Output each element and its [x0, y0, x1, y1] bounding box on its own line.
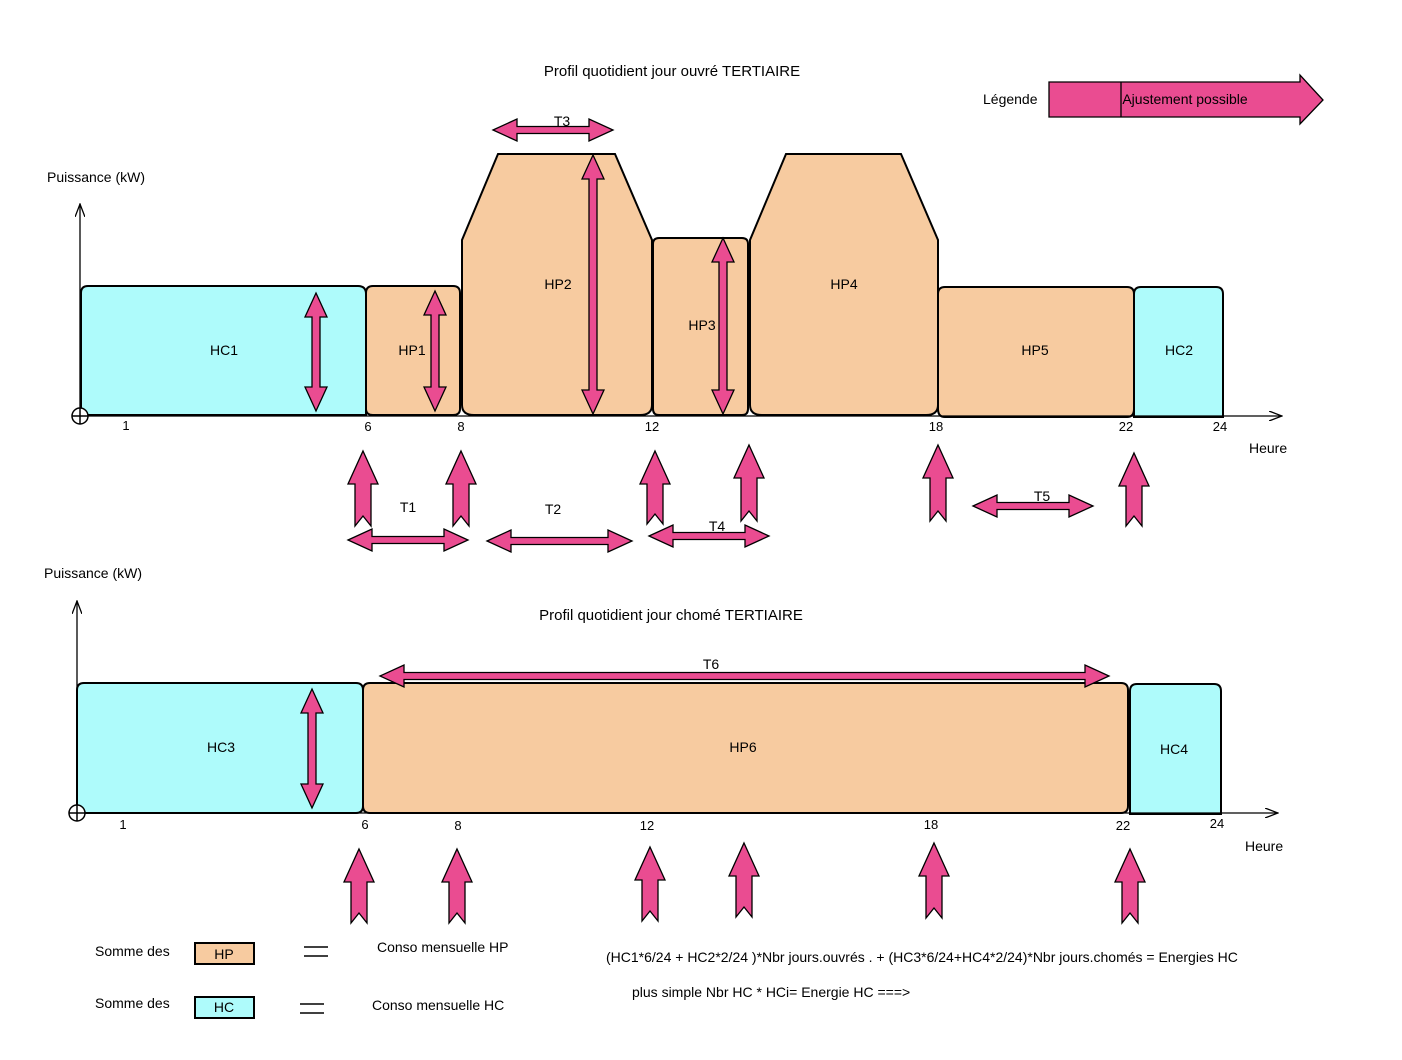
power-arrow-hp3 — [710, 236, 736, 416]
up-arrow-6h — [346, 449, 380, 528]
duration-arrow-t1 — [346, 527, 470, 553]
power-arrow-hc1 — [303, 291, 329, 413]
up-arrow-22h-b — [1113, 847, 1147, 925]
bottom-vertical-arrows — [299, 687, 325, 810]
top-tick-22: 22 — [1119, 419, 1133, 434]
bottom-profile: Puissance (kW) Profil quotidient jour ch… — [44, 565, 1283, 925]
duration-arrow-t2 — [485, 528, 634, 554]
legend-arrow-icon — [1048, 73, 1324, 126]
duration-label-t6: T6 — [703, 656, 720, 672]
hp-legend-box — [194, 942, 255, 965]
block-label-hp2: HP2 — [544, 276, 571, 292]
top-tick-18: 18 — [929, 419, 943, 434]
block-label-hp5: HP5 — [1021, 342, 1048, 358]
duration-label-t4: T4 — [709, 518, 726, 534]
top-x-axis-label: Heure — [1249, 440, 1287, 456]
equals-icon-hc — [300, 1003, 324, 1014]
block-hc1 — [80, 285, 367, 416]
block-hc3 — [76, 682, 364, 814]
hc-legend-box — [194, 996, 255, 1019]
up-arrow-18h-b — [917, 841, 951, 920]
up-arrow-8h-b — [440, 847, 474, 925]
power-arrow-hp1 — [422, 289, 448, 413]
duration-arrow-t6 — [378, 663, 1111, 689]
block-hp5 — [937, 286, 1135, 418]
bottom-up-arrows — [342, 841, 1147, 925]
block-hp2 — [461, 153, 653, 416]
top-tick-24: 24 — [1213, 419, 1227, 434]
bottom-tick-6: 6 — [361, 817, 368, 832]
bottom-tick-24: 24 — [1210, 816, 1224, 831]
block-label-hc1: HC1 — [210, 342, 238, 358]
top-tick-12: 12 — [645, 419, 659, 434]
up-arrow-18h — [921, 443, 955, 523]
hc-legend-box-label: HC — [214, 999, 234, 1015]
formula-line-1: (HC1*6/24 + HC2*2/24 )*Nbr jours.ouvrés … — [606, 949, 1238, 965]
block-label-hc4: HC4 — [1160, 741, 1188, 757]
top-y-axis-label: Puissance (kW) — [47, 169, 145, 185]
block-label-hc2: HC2 — [1165, 342, 1193, 358]
duration-label-t3: T3 — [554, 113, 571, 129]
bottom-x-axis-label: Heure — [1245, 838, 1283, 854]
duration-arrow-t4 — [647, 523, 771, 549]
top-origin-icon — [71, 407, 89, 425]
up-arrow-12h-b — [633, 845, 667, 923]
bottom-tick-22: 22 — [1116, 818, 1130, 833]
equals-icon-hp — [304, 946, 328, 957]
block-label-hc3: HC3 — [207, 739, 235, 755]
legend-label: Légende — [983, 91, 1038, 107]
legend-arrow-text: Ajustement possible — [1122, 91, 1248, 107]
top-up-arrows — [346, 443, 1151, 528]
bottom-tick-8: 8 — [454, 818, 461, 833]
block-label-hp6: HP6 — [729, 739, 756, 755]
up-arrow-6h-b — [342, 847, 376, 925]
duration-arrow-t3 — [491, 117, 615, 143]
top-tick-1: 1 — [122, 418, 129, 433]
duration-arrow-t5 — [971, 493, 1095, 519]
block-hc2 — [1133, 286, 1224, 418]
top-profile: Profil quotidient jour ouvré TERTIAIRE P… — [47, 63, 1287, 554]
duration-label-t5: T5 — [1034, 488, 1051, 504]
sums-section: Somme des HP Conso mensuelle HP Somme de… — [95, 939, 509, 1019]
up-arrow-8h — [444, 449, 478, 528]
formula-section: (HC1*6/24 + HC2*2/24 )*Nbr jours.ouvrés … — [606, 949, 1238, 1000]
sum-hp-prefix: Somme des — [95, 943, 170, 959]
sum-hc-prefix: Somme des — [95, 995, 170, 1011]
block-hc4 — [1129, 683, 1222, 815]
sum-hp-result: Conso mensuelle HP — [377, 939, 509, 955]
bottom-tick-12: 12 — [640, 818, 654, 833]
top-duration-arrows — [346, 117, 1095, 554]
up-arrow-12h — [638, 449, 672, 526]
bottom-tick-18: 18 — [924, 817, 938, 832]
hp-legend-box-label: HP — [214, 946, 233, 962]
bottom-profile-title: Profil quotidient jour chomé TERTIAIRE — [539, 607, 803, 624]
top-vertical-arrows — [303, 153, 736, 416]
block-label-hp3: HP3 — [688, 317, 715, 333]
bottom-origin-icon — [68, 804, 86, 822]
block-label-hp4: HP4 — [830, 276, 857, 292]
bottom-tick-1: 1 — [119, 817, 126, 832]
power-arrow-hp2 — [580, 153, 606, 416]
duration-label-t2: T2 — [545, 501, 562, 517]
duration-label-t1: T1 — [400, 499, 417, 515]
top-tick-8: 8 — [457, 419, 464, 434]
top-profile-title: Profil quotidient jour ouvré TERTIAIRE — [544, 63, 800, 80]
bottom-y-axis-label: Puissance (kW) — [44, 565, 142, 581]
legend: Légende Ajustement possible — [983, 73, 1324, 126]
up-arrow-14h — [732, 443, 766, 523]
up-arrow-22h — [1117, 451, 1151, 528]
power-arrow-hc3 — [299, 687, 325, 810]
top-tick-6: 6 — [364, 419, 371, 434]
formula-line-2: plus simple Nbr HC * HCi= Energie HC ===… — [632, 984, 910, 1000]
bottom-duration-arrows — [378, 663, 1111, 689]
up-arrow-14h-b — [727, 841, 761, 919]
sum-hc-result: Conso mensuelle HC — [372, 997, 504, 1013]
block-label-hp1: HP1 — [398, 342, 425, 358]
